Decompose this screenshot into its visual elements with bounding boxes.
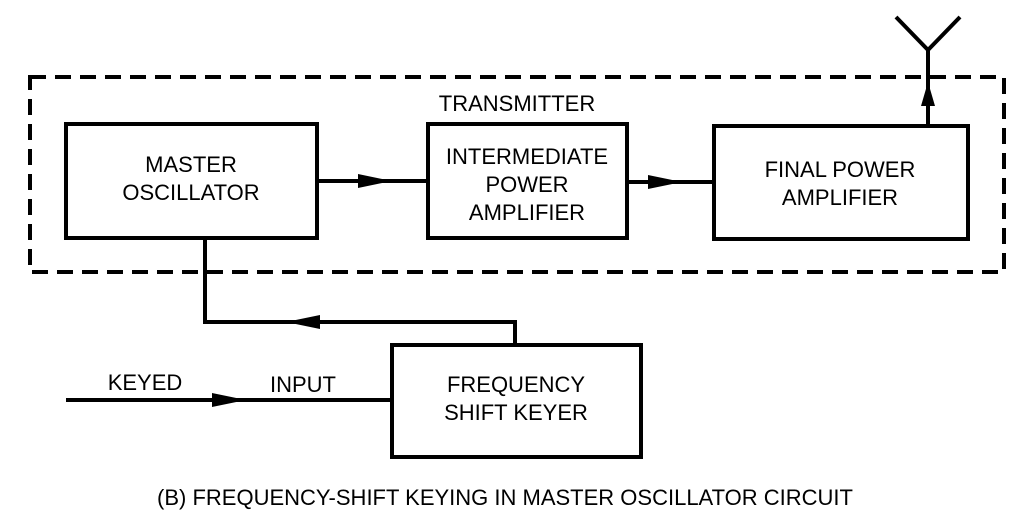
intermediate-amplifier-label-line3: AMPLIFIER <box>469 200 585 225</box>
keyed-input-line <box>66 393 392 407</box>
keyer-label-line2: SHIFT KEYER <box>444 400 588 425</box>
connector-final-to-antenna <box>921 50 935 126</box>
arrow-right-icon <box>212 393 246 407</box>
transmitter-enclosure <box>28 75 1006 274</box>
frequency-shift-keyer-block: FREQUENCY SHIFT KEYER <box>390 343 643 459</box>
master-oscillator-label-line1: MASTER <box>145 152 237 177</box>
keyer-label-line1: FREQUENCY <box>447 372 585 397</box>
final-amplifier-label-line2: AMPLIFIER <box>782 185 898 210</box>
diagram-caption: (B) FREQUENCY-SHIFT KEYING IN MASTER OSC… <box>157 485 853 510</box>
connector-amplifier-to-final <box>627 175 714 189</box>
connector-oscillator-to-amplifier <box>317 174 428 188</box>
master-oscillator-block: MASTER OSCILLATOR <box>64 122 319 240</box>
final-amplifier-block: FINAL POWER AMPLIFIER <box>712 124 970 241</box>
arrow-up-icon <box>921 82 935 106</box>
intermediate-amplifier-block: INTERMEDIATE POWER AMPLIFIER <box>426 122 629 240</box>
arrow-left-icon <box>286 315 320 329</box>
connector-keyer-to-oscillator <box>203 238 517 345</box>
antenna-icon <box>894 15 962 52</box>
final-amplifier-label-line1: FINAL POWER <box>765 157 916 182</box>
transmitter-label: TRANSMITTER <box>439 91 595 116</box>
master-oscillator-label-line2: OSCILLATOR <box>122 180 259 205</box>
intermediate-amplifier-label-line1: INTERMEDIATE <box>446 144 608 169</box>
input-label: INPUT <box>270 372 336 397</box>
arrow-right-icon <box>648 175 682 189</box>
keyed-label: KEYED <box>108 370 183 395</box>
intermediate-amplifier-label-line2: POWER <box>485 172 568 197</box>
arrow-right-icon <box>358 174 392 188</box>
